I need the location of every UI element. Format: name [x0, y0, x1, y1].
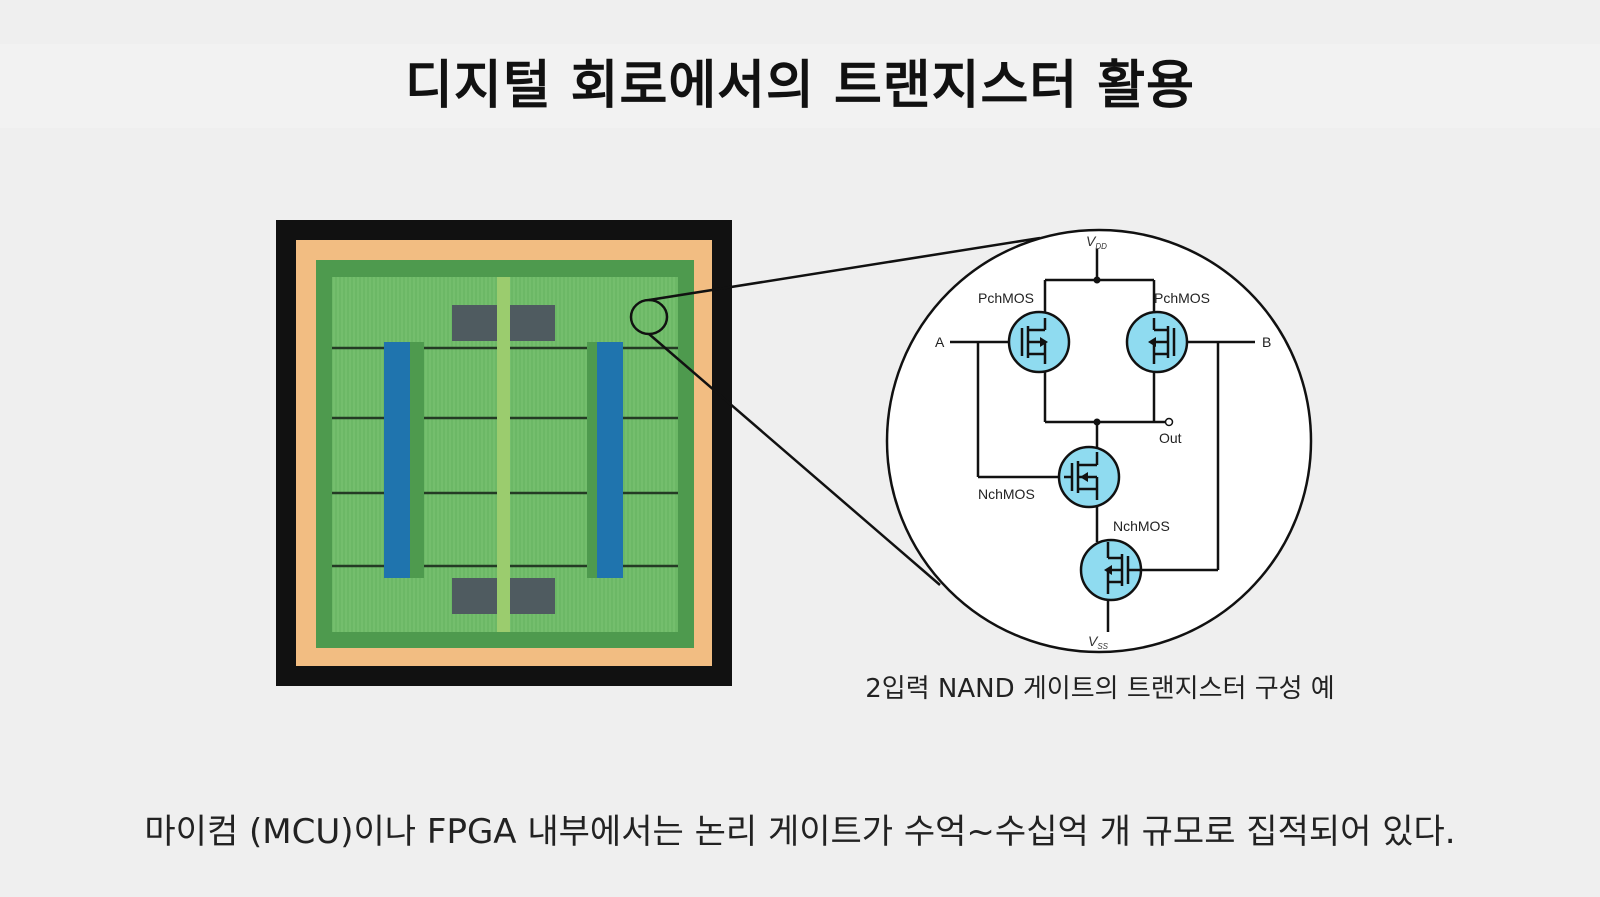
- pad-block: [510, 305, 555, 341]
- output-terminal: [1164, 417, 1174, 427]
- title-band: [0, 44, 1600, 128]
- junction-dot: [1093, 418, 1101, 426]
- center-bar: [497, 277, 510, 632]
- chip: [276, 220, 732, 686]
- nmos-bottom-transistor: [1079, 538, 1143, 602]
- pmos-left-label: PchMOS: [978, 290, 1034, 306]
- input-b-label: B: [1262, 334, 1271, 350]
- nmos-bottom-label: NchMOS: [1113, 518, 1170, 534]
- magnified-view: [885, 228, 1313, 654]
- page-title: 디지털 회로에서의 트랜지스터 활용: [405, 56, 1195, 116]
- junction-dot: [1093, 276, 1101, 284]
- pmos-left-transistor: [1007, 310, 1071, 374]
- nmos-top-label: NchMOS: [978, 486, 1035, 502]
- input-a-label: A: [935, 334, 945, 350]
- output-label: Out: [1159, 430, 1182, 446]
- pad-block: [510, 578, 555, 614]
- pad-block: [452, 305, 497, 341]
- vdd-label: VDD: [1086, 233, 1107, 251]
- pmos-right-transistor: [1125, 310, 1189, 374]
- zoom-lines: [648, 236, 1041, 586]
- nmos-top-transistor: [1057, 445, 1121, 509]
- diagram-caption: 2입력 NAND 게이트의 트랜지스터 구성 예: [865, 674, 1335, 704]
- vss-label: VSS: [1088, 633, 1109, 651]
- footer-text: 마이컴 (MCU)이나 FPGA 내부에서는 논리 게이트가 수억~수십억 개 …: [144, 812, 1456, 852]
- pad-block: [452, 578, 497, 614]
- pmos-right-label: PchMOS: [1154, 290, 1210, 306]
- busbar-left: [384, 342, 410, 578]
- busbar-right: [597, 342, 623, 578]
